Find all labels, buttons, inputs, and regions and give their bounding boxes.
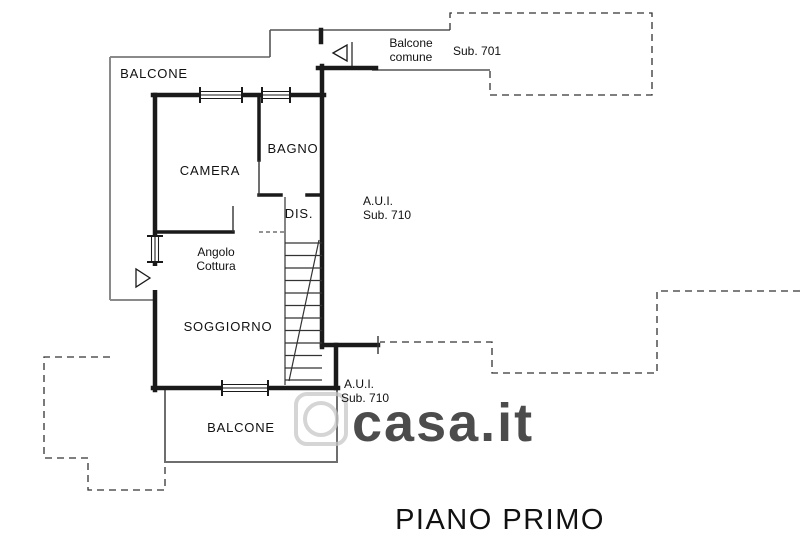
label-soggiorno: SOGGIORNO: [184, 319, 273, 334]
label-dis: DIS.: [285, 206, 313, 221]
label-aui-lower-line2: Sub. 710: [341, 391, 389, 405]
watermark-logo-icon: [294, 392, 348, 446]
label-sub-701: Sub. 701: [453, 44, 501, 58]
page-title: PIANO PRIMO: [395, 504, 605, 536]
watermark-text: casa.it: [352, 393, 534, 453]
label-balcone-bottom: BALCONE: [207, 420, 275, 435]
label-balcone-comune-line2: comune: [390, 50, 433, 64]
window-bottom-icon: [221, 380, 269, 396]
label-bagno: BAGNO: [268, 141, 319, 156]
stairs-direction-line: [288, 239, 320, 382]
balcony-top-outline: [109, 56, 270, 301]
label-angolo-line1: Angolo: [197, 245, 235, 259]
interior-walls: [153, 93, 324, 234]
label-aui-upper-line2: Sub. 710: [363, 208, 411, 222]
label-angolo-line2: Cottura: [196, 259, 236, 273]
window-top-right-icon: [261, 87, 291, 103]
door-leaf-lines: [232, 160, 379, 354]
balcone-comune-outline: [269, 29, 490, 71]
label-camera: CAMERA: [180, 163, 240, 178]
window-left-icon: [147, 235, 163, 263]
window-top-left-icon: [199, 87, 243, 103]
adjacent-unit-dashed-boundaries: [43, 12, 800, 491]
label-aui-upper-line1: A.U.I.: [363, 194, 393, 208]
label-balcone-top: BALCONE: [120, 66, 188, 81]
door-left-icon: [135, 266, 160, 290]
door-balcone-comune-icon: [331, 43, 348, 63]
stairs: [284, 197, 322, 385]
label-aui-lower-line1: A.U.I.: [344, 377, 374, 391]
exterior-walls: [150, 27, 381, 393]
label-balcone-comune-line1: Balcone: [389, 36, 433, 50]
